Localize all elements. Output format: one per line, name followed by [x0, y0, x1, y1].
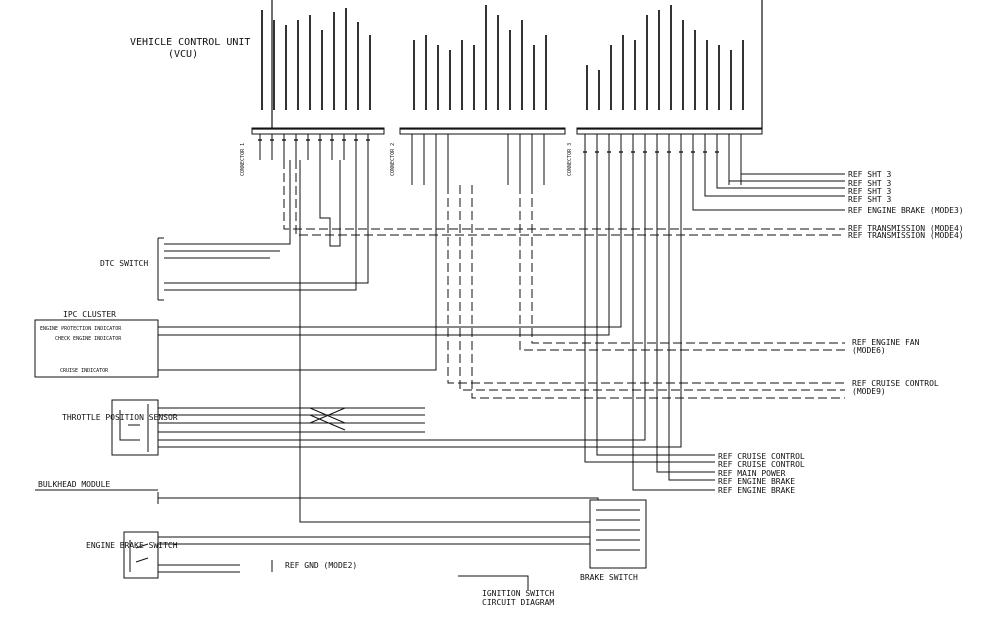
engine-fan-reference: REF ENGINE FAN (MODE6) — [519, 185, 920, 355]
dtc-switch-group: DTC SWITCH — [100, 160, 369, 301]
ref-sheet3-2: REF SHT 3 — [848, 179, 892, 188]
connector-3-pins — [584, 134, 742, 185]
ref-cruise-control-sub: (MODE9) — [852, 387, 886, 396]
ignition-label: IGNITION SWITCH — [482, 589, 554, 598]
ipc-line-2: CHECK ENGINE INDICATOR — [55, 336, 122, 342]
brake-switch-label: BRAKE SWITCH — [580, 573, 638, 582]
ref-engine-brake: REF ENGINE BRAKE (MODE3) — [848, 206, 964, 215]
engine-brake-switch-title: ENGINE BRAKE SWITCH — [86, 541, 178, 550]
bulkhead-module: BULKHEAD MODULE — [35, 480, 599, 504]
ignition-sub: CIRCUIT DIAGRAM — [482, 598, 554, 607]
ipc-line-3: CRUISE INDICATOR — [60, 368, 109, 374]
ref-engine-fan: REF ENGINE FAN — [852, 338, 920, 347]
ref-sheet3-4: REF SHT 3 — [848, 195, 892, 204]
ref-transmission-1: REF TRANSMISSION (MODE4) — [848, 224, 964, 233]
vcu-title: VEHICLE CONTROL UNIT — [130, 37, 250, 48]
vcu-connector-2: CONNECTOR 2 — [390, 127, 566, 176]
ref-lower-1: REF CRUISE CONTROL — [718, 452, 805, 461]
ref-sheet3-3: REF SHT 3 — [848, 187, 892, 196]
ref-lower-4: REF ENGINE BRAKE — [718, 477, 795, 486]
ipc-cluster: IPC CLUSTER ENGINE PROTECTION INDICATOR … — [34, 185, 622, 378]
ref-sheet3-1: REF SHT 3 — [848, 170, 892, 179]
brake-switch: BRAKE SWITCH — [580, 499, 647, 582]
vcu-connector-1: CONNECTOR 1 — [240, 127, 385, 176]
ref-cruise-control: REF CRUISE CONTROL — [852, 379, 939, 388]
engine-brake-switch: ENGINE BRAKE SWITCH REF GND (MODE2) — [86, 160, 590, 579]
bulkhead-title: BULKHEAD MODULE — [38, 480, 110, 489]
throttle-position-sensor: THROTTLE POSITION SENSOR — [62, 185, 682, 456]
vcu-block: VEHICLE CONTROL UNIT (VCU) — [130, 0, 763, 130]
ipc-cluster-title: IPC CLUSTER — [63, 310, 116, 319]
wire-tag-texture — [258, 139, 719, 153]
pin-label-texture — [261, 5, 744, 110]
connector-2-pins — [411, 134, 545, 185]
tps-title-1: THROTTLE POSITION SENSOR — [62, 413, 178, 422]
right-reference-group: REF SHT 3 REF SHT 3 REF SHT 3 REF SHT 3 … — [283, 160, 964, 240]
connector-3-label: CONNECTOR 3 — [567, 143, 573, 176]
ref-transmission-2: REF TRANSMISSION (MODE4) — [848, 231, 964, 240]
ground-ref: REF GND (MODE2) — [285, 561, 357, 570]
ref-engine-fan-sub: (MODE6) — [852, 346, 886, 355]
ref-lower-3: REF MAIN POWER — [718, 469, 786, 478]
ref-lower-2: REF CRUISE CONTROL — [718, 460, 805, 469]
vcu-subtitle: (VCU) — [168, 49, 198, 60]
connector-2-label: CONNECTOR 2 — [390, 143, 396, 176]
ipc-line-1: ENGINE PROTECTION INDICATOR — [40, 326, 122, 332]
connector-1-pins — [259, 134, 369, 160]
dtc-switch-label: DTC SWITCH — [100, 259, 148, 268]
cruise-control-reference: REF CRUISE CONTROL (MODE9) — [447, 185, 939, 399]
connector-1-label: CONNECTOR 1 — [240, 143, 246, 176]
ignition-ref: IGNITION SWITCH CIRCUIT DIAGRAM — [458, 575, 554, 607]
ref-lower-5: REF ENGINE BRAKE — [718, 486, 795, 495]
lower-reference-group: REF CRUISE CONTROL REF CRUISE CONTROL RE… — [584, 185, 805, 495]
